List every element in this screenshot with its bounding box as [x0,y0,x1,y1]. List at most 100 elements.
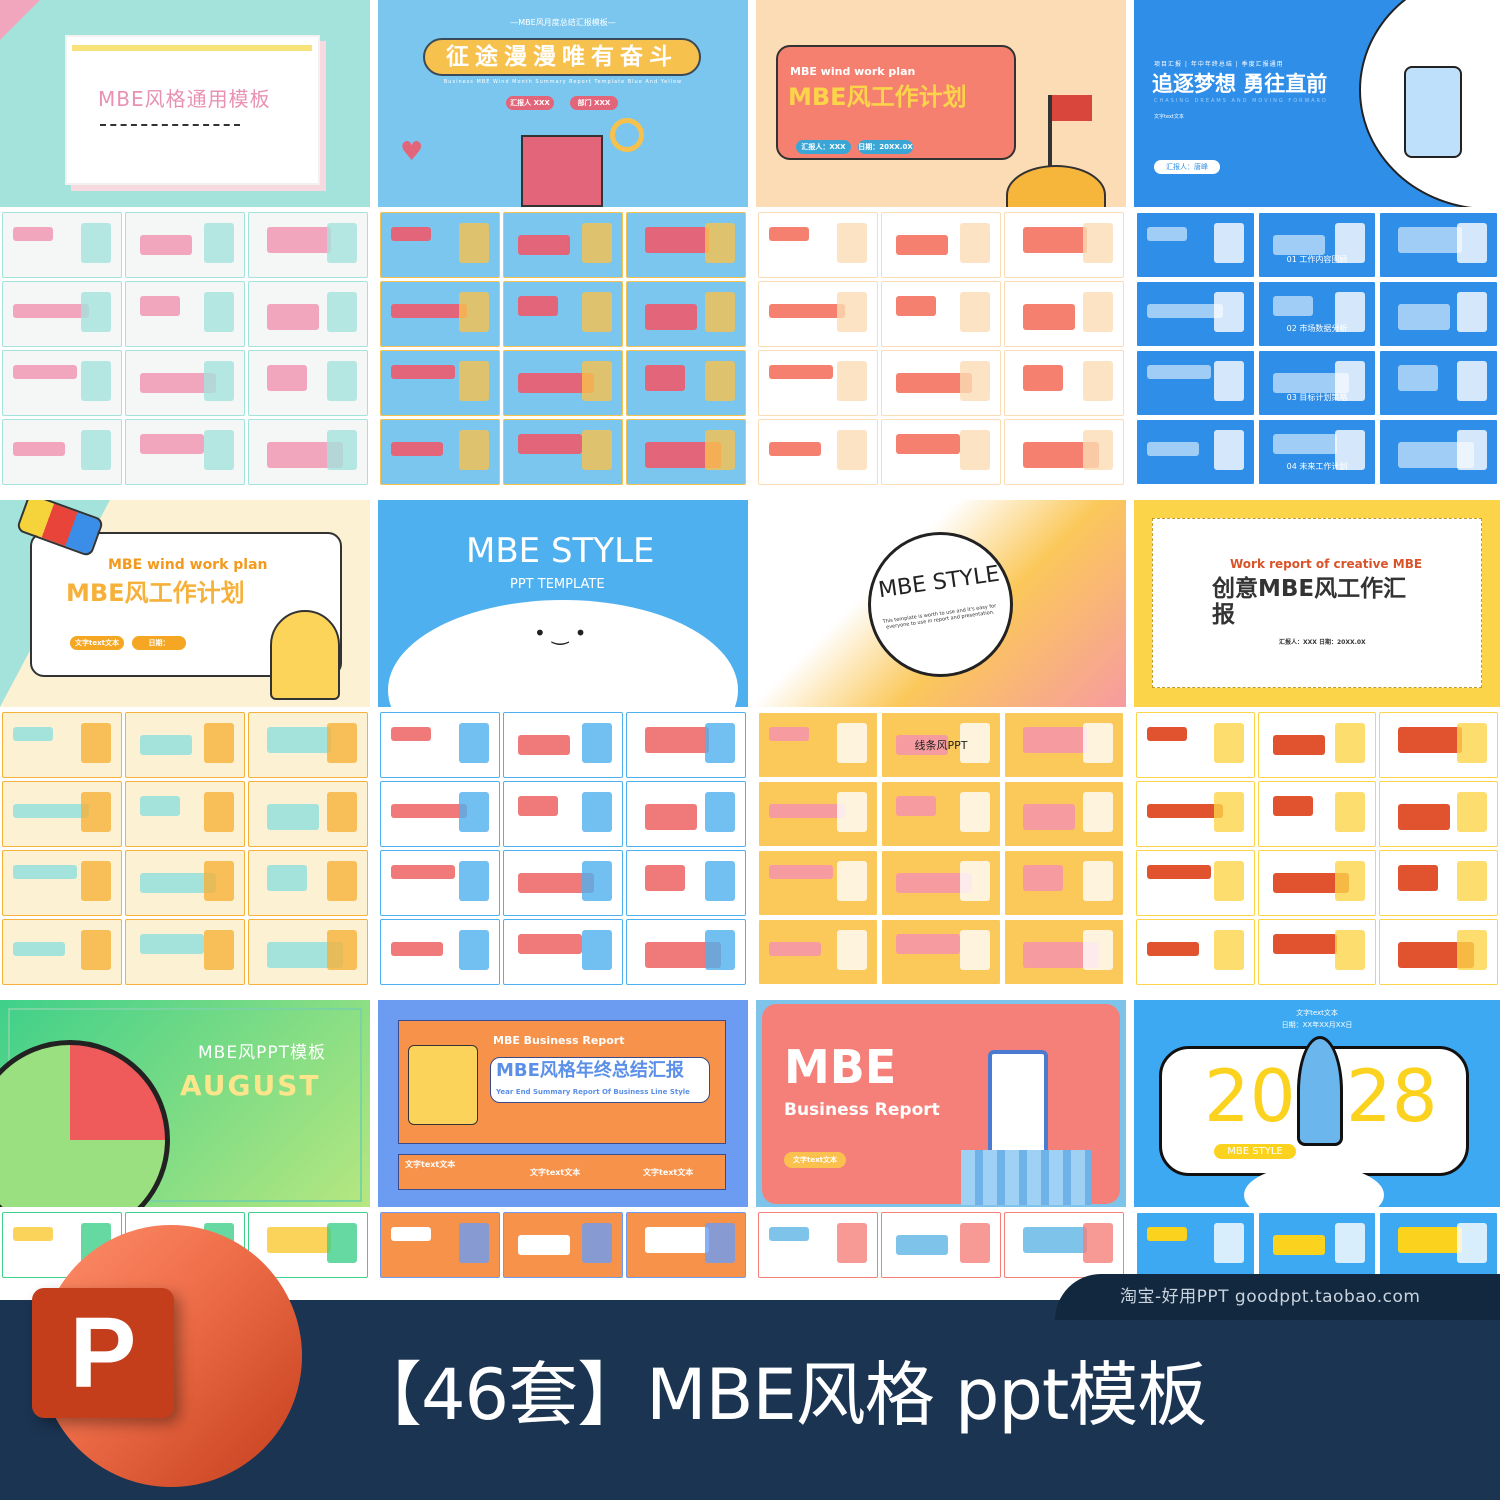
slide-thumbnail[interactable] [1136,1212,1255,1278]
template-cover-mbe-style-gradient[interactable]: MBE STYLE This template is worth to use … [756,500,1126,707]
slide-thumbnail[interactable] [1257,781,1377,847]
slide-thumbnail[interactable] [125,850,245,916]
slide-thumbnail[interactable] [1136,281,1255,347]
slide-thumbnail[interactable] [380,919,500,985]
slide-thumbnail[interactable]: 03 目标计划策略 [1257,350,1377,416]
text-button[interactable]: 文字text文本 [70,636,124,650]
slide-thumbnail[interactable] [1379,419,1498,485]
slide-thumbnail[interactable]: 04 未来工作计划 [1257,419,1377,485]
slide-thumbnail[interactable] [1004,419,1124,485]
department-button[interactable]: 部门 XXX [570,96,618,110]
slide-thumbnail[interactable] [626,919,746,985]
slide-thumbnail[interactable] [503,712,623,778]
template-cover-mbe-general[interactable]: MBE风格通用模板 [0,0,370,207]
slide-thumbnail[interactable] [380,850,500,916]
slide-thumbnail[interactable] [380,1212,500,1278]
slide-thumbnail[interactable] [1379,712,1498,778]
slide-thumbnail[interactable] [380,712,500,778]
slide-thumbnail[interactable] [881,850,1001,916]
slide-thumbnail[interactable] [125,350,245,416]
slide-thumbnail[interactable] [881,281,1001,347]
slide-thumbnail[interactable] [1379,281,1498,347]
slide-thumbnail[interactable] [1257,919,1377,985]
slide-thumbnail[interactable] [758,781,878,847]
slide-thumbnail[interactable] [1004,712,1124,778]
slide-thumbnail[interactable] [1257,712,1377,778]
slide-thumbnail[interactable] [1004,1212,1124,1278]
slide-thumbnail[interactable] [1136,712,1255,778]
slide-thumbnail[interactable] [758,1212,878,1278]
template-cover-month-summary[interactable]: —MBE风月度总结汇报模板— 征途漫漫唯有奋斗 Business MBE Win… [378,0,748,207]
slide-thumbnail[interactable] [881,212,1001,278]
slide-thumbnail[interactable] [2,212,122,278]
template-cover-business-report[interactable]: MBE Business Report 文字text文本 [756,1000,1126,1207]
slide-thumbnail[interactable] [503,419,623,485]
slide-thumbnail[interactable] [2,419,122,485]
slide-thumbnail[interactable] [626,781,746,847]
slide-thumbnail[interactable] [1004,781,1124,847]
slide-thumbnail[interactable] [125,712,245,778]
slide-thumbnail[interactable] [380,350,500,416]
slide-thumbnail[interactable]: 线条风PPT [881,712,1001,778]
slide-thumbnail[interactable] [626,712,746,778]
slide-thumbnail[interactable] [1379,919,1498,985]
slide-thumbnail[interactable] [1379,212,1498,278]
slide-thumbnail[interactable] [248,850,368,916]
slide-thumbnail[interactable] [626,212,746,278]
date-button[interactable]: 日期：20XX.0X [858,140,913,154]
slide-thumbnail[interactable] [248,281,368,347]
slide-thumbnail[interactable] [2,850,122,916]
template-cover-creative-mbe[interactable]: Work report of creative MBE 创意MBE风工作汇报 汇… [1134,500,1500,707]
slide-thumbnail[interactable]: 01 工作内容回顾 [1257,212,1377,278]
slide-thumbnail[interactable] [2,350,122,416]
slide-thumbnail[interactable] [125,919,245,985]
slide-thumbnail[interactable] [1136,919,1255,985]
slide-thumbnail[interactable] [248,212,368,278]
template-cover-2028[interactable]: 文字text文本 日期：XX年XX月XX日 20 28 MBE STYLE [1134,1000,1500,1207]
slide-thumbnail[interactable] [1004,850,1124,916]
slide-thumbnail[interactable] [248,712,368,778]
template-cover-august[interactable]: MBE风PPT模板 AUGUST [0,1000,370,1207]
slide-thumbnail[interactable] [881,419,1001,485]
template-cover-mbe-style-blue[interactable]: MBE STYLE PPT TEMPLATE • ‿ • [378,500,748,707]
slide-thumbnail[interactable] [125,212,245,278]
slide-thumbnail[interactable] [248,350,368,416]
slide-thumbnail[interactable] [1004,350,1124,416]
slide-thumbnail[interactable] [125,281,245,347]
slide-thumbnail[interactable] [881,1212,1001,1278]
slide-thumbnail[interactable] [503,1212,623,1278]
slide-thumbnail[interactable] [1136,212,1255,278]
slide-thumbnail[interactable] [1004,212,1124,278]
slide-thumbnail[interactable] [248,419,368,485]
slide-thumbnail[interactable] [380,419,500,485]
slide-thumbnail[interactable] [380,781,500,847]
slide-thumbnail[interactable] [758,419,878,485]
slide-thumbnail[interactable] [1379,350,1498,416]
template-cover-chasing-dreams[interactable]: 项目汇报 | 年中年终总结 | 季度汇报通用 追逐梦想 勇往直前 CHASING… [1134,0,1500,207]
slide-thumbnail[interactable] [2,281,122,347]
slide-thumbnail[interactable] [125,781,245,847]
slide-thumbnail[interactable] [2,781,122,847]
slide-thumbnail[interactable] [1257,1212,1377,1278]
slide-thumbnail[interactable] [248,781,368,847]
slide-thumbnail[interactable] [1136,419,1255,485]
slide-thumbnail[interactable] [758,850,878,916]
slide-thumbnail[interactable] [1257,850,1377,916]
slide-thumbnail[interactable] [758,712,878,778]
slide-thumbnail[interactable] [626,281,746,347]
reporter-button[interactable]: 汇报人：XXX [796,140,851,154]
slide-thumbnail[interactable] [248,919,368,985]
text-button[interactable]: 文字text文本 [784,1152,846,1168]
slide-thumbnail[interactable] [626,350,746,416]
slide-thumbnail[interactable] [1379,850,1498,916]
slide-thumbnail[interactable] [758,350,878,416]
slide-thumbnail[interactable]: 02 市场数据分析 [1257,281,1377,347]
slide-thumbnail[interactable] [125,419,245,485]
template-cover-work-plan-yellow[interactable]: MBE wind work plan MBE风工作计划 文字text文本 日期：… [0,500,370,707]
slide-thumbnail[interactable] [2,919,122,985]
slide-thumbnail[interactable] [626,419,746,485]
slide-thumbnail[interactable] [503,212,623,278]
template-cover-work-plan-coral[interactable]: MBE wind work plan MBE风工作计划 汇报人：XXX 日期：2… [756,0,1126,207]
date-button[interactable]: 日期：20XX.0X [132,636,186,661]
slide-thumbnail[interactable] [503,281,623,347]
